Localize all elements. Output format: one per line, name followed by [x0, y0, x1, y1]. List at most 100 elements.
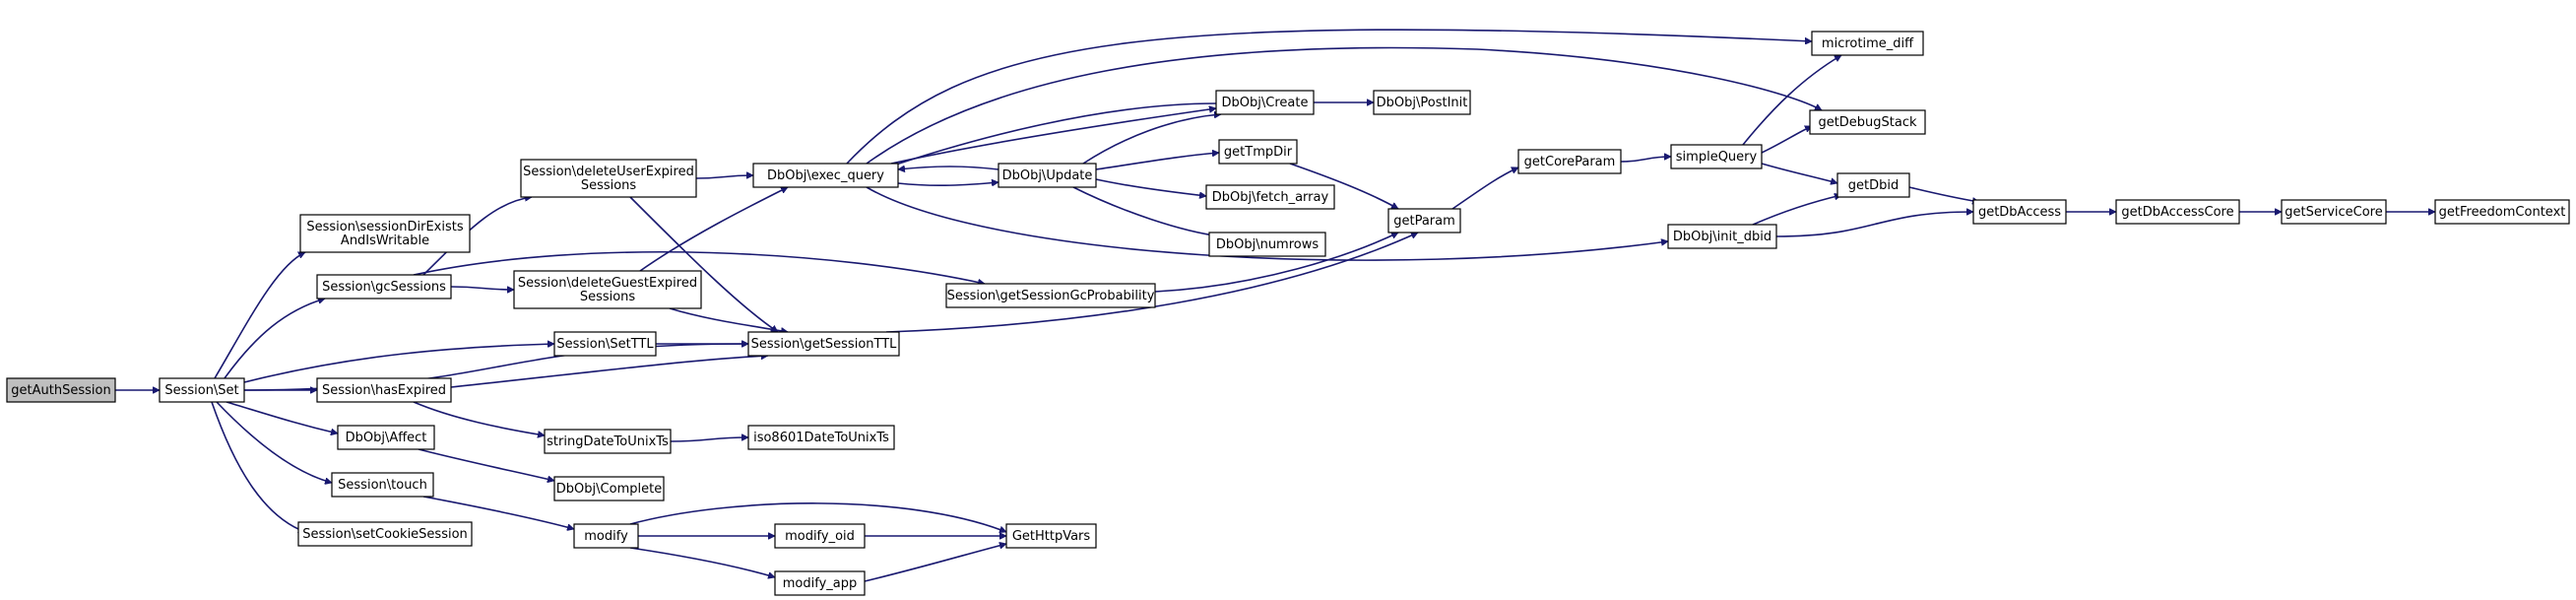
node-getSessionTTL[interactable]: Session\getSessionTTL — [747, 331, 900, 357]
node-hasExpired[interactable]: Session\hasExpired — [316, 377, 452, 403]
edge-exec_query-to-Update — [897, 182, 998, 185]
node-getAuthSession[interactable]: getAuthSession — [6, 377, 116, 403]
node-label: DbObj\Affect — [346, 431, 427, 445]
node-box — [1811, 31, 1924, 56]
node-box — [1670, 144, 1763, 169]
node-stringDateToUnixTs[interactable]: stringDateToUnixTs — [544, 429, 672, 454]
node-label: getTmpDir — [1224, 145, 1293, 160]
node-box — [553, 476, 665, 501]
node-label: modify — [584, 529, 628, 544]
node-numrows[interactable]: DbObj\numrows — [1208, 232, 1326, 257]
node-gcSessions[interactable]: Session\gcSessions — [316, 274, 452, 300]
node-label: DbObj\exec_query — [767, 168, 884, 183]
node-label: Session\touch — [338, 478, 427, 493]
node-box — [513, 270, 702, 309]
node-box — [299, 214, 471, 253]
edge-modify_app-to-GetHttpVars — [864, 544, 1006, 582]
node-iso8601DateToUnixTs[interactable]: iso8601DateToUnixTs — [747, 425, 895, 450]
node-box — [2281, 199, 2387, 225]
node-getCoreParam[interactable]: getCoreParam — [1517, 149, 1622, 174]
node-box — [747, 331, 900, 357]
edge-exec_query-to-getDebugStack — [866, 46, 1822, 165]
node-touch[interactable]: Session\touch — [331, 472, 434, 498]
node-getServiceCore[interactable]: getServiceCore — [2281, 199, 2387, 225]
node-box — [1517, 149, 1622, 174]
node-Affect[interactable]: DbObj\Affect — [337, 425, 435, 450]
node-setCookieSession[interactable]: Session\setCookieSession — [297, 521, 473, 547]
edge-getDbid-to-getDbAccess — [1908, 186, 1979, 202]
node-getParam[interactable]: getParam — [1387, 208, 1461, 233]
edge-Set-to-gcSessions — [224, 299, 325, 379]
node-label: Sessions — [581, 178, 637, 193]
node-Set[interactable]: Session\Set — [159, 377, 245, 403]
node-getFreedomContext[interactable]: getFreedomContext — [2434, 199, 2570, 225]
node-box — [774, 523, 866, 549]
node-box — [1215, 90, 1315, 115]
node-GetHttpVars[interactable]: GetHttpVars — [1005, 523, 1097, 549]
node-box — [2434, 199, 2570, 225]
edge-gcSessions-to-deleteGuestExpired — [450, 286, 514, 290]
node-label: Session\getSessionTTL — [751, 337, 898, 352]
node-getSessionGcProbability[interactable]: Session\getSessionGcProbability — [945, 283, 1156, 308]
node-modify[interactable]: modify — [573, 523, 639, 549]
node-box — [2115, 199, 2240, 225]
edge-Set-to-sessionDirExists — [214, 251, 305, 379]
node-label: DbObj\fetch_array — [1212, 190, 1329, 205]
edge-hasExpired-to-getSessionTTL — [450, 356, 768, 388]
node-box — [316, 274, 452, 300]
edge-simpleQuery-to-microtime_diff — [1742, 54, 1841, 146]
node-getDebugStack[interactable]: getDebugStack — [1809, 109, 1926, 135]
node-fetch_array[interactable]: DbObj\fetch_array — [1205, 184, 1335, 210]
edge-Update-to-exec_query — [898, 167, 999, 169]
node-label: getParam — [1393, 214, 1455, 229]
node-label: DbObj\PostInit — [1377, 96, 1468, 110]
node-getDbAccess[interactable]: getDbAccess — [1972, 199, 2067, 225]
node-Update[interactable]: DbObj\Update — [998, 163, 1097, 188]
node-PostInit[interactable]: DbObj\PostInit — [1373, 90, 1471, 115]
edge-modify-to-GetHttpVars — [629, 502, 1006, 532]
node-Complete[interactable]: DbObj\Complete — [553, 476, 665, 501]
node-box — [544, 429, 672, 454]
node-modify_oid[interactable]: modify_oid — [774, 523, 866, 549]
node-modify_app[interactable]: modify_app — [774, 570, 866, 596]
node-box — [520, 159, 697, 198]
node-exec_query[interactable]: DbObj\exec_query — [752, 163, 899, 188]
node-getTmpDir[interactable]: getTmpDir — [1218, 139, 1298, 165]
edge-getCoreParam-to-simpleQuery — [1620, 157, 1671, 163]
node-simpleQuery[interactable]: simpleQuery — [1670, 144, 1763, 169]
node-label: Session\gcSessions — [322, 280, 446, 295]
edge-Affect-to-Complete — [418, 448, 554, 481]
edge-deleteGuestExpired-to-getSessionTTL — [669, 307, 788, 332]
node-label: modify_app — [783, 576, 858, 591]
node-box — [998, 163, 1097, 188]
node-box — [6, 377, 116, 403]
node-box — [1218, 139, 1298, 165]
edge-hasExpired-to-stringDateToUnixTs — [413, 401, 545, 435]
node-box — [945, 283, 1156, 308]
node-getDbid[interactable]: getDbid — [1836, 172, 1910, 198]
node-SetTTL[interactable]: Session\SetTTL — [553, 331, 657, 357]
edge-stringDateToUnixTs-to-iso8601DateToUnixTs — [670, 437, 748, 442]
node-label: getDebugStack — [1818, 115, 1917, 130]
node-label: getDbAccess — [1978, 205, 2061, 220]
node-getDbAccessCore[interactable]: getDbAccessCore — [2115, 199, 2240, 225]
node-init_dbid[interactable]: DbObj\init_dbid — [1667, 224, 1777, 249]
node-box — [337, 425, 435, 450]
edge-Create-to-exec_query — [881, 102, 1217, 169]
node-label: stringDateToUnixTs — [547, 434, 669, 449]
edge-Set-to-Affect — [225, 401, 338, 433]
node-label: getFreedomContext — [2439, 205, 2566, 220]
node-Create[interactable]: DbObj\Create — [1215, 90, 1315, 115]
edge-touch-to-modify — [422, 496, 574, 529]
node-box — [1836, 172, 1910, 198]
node-box — [159, 377, 245, 403]
edge-getSessionGcProbability-to-getParam — [1154, 232, 1398, 293]
node-label: DbObj\numrows — [1216, 237, 1320, 252]
node-microtime_diff[interactable]: microtime_diff — [1811, 31, 1924, 56]
node-label: GetHttpVars — [1012, 529, 1091, 544]
node-label: DbObj\init_dbid — [1673, 230, 1771, 244]
edges-layer — [114, 29, 2435, 582]
